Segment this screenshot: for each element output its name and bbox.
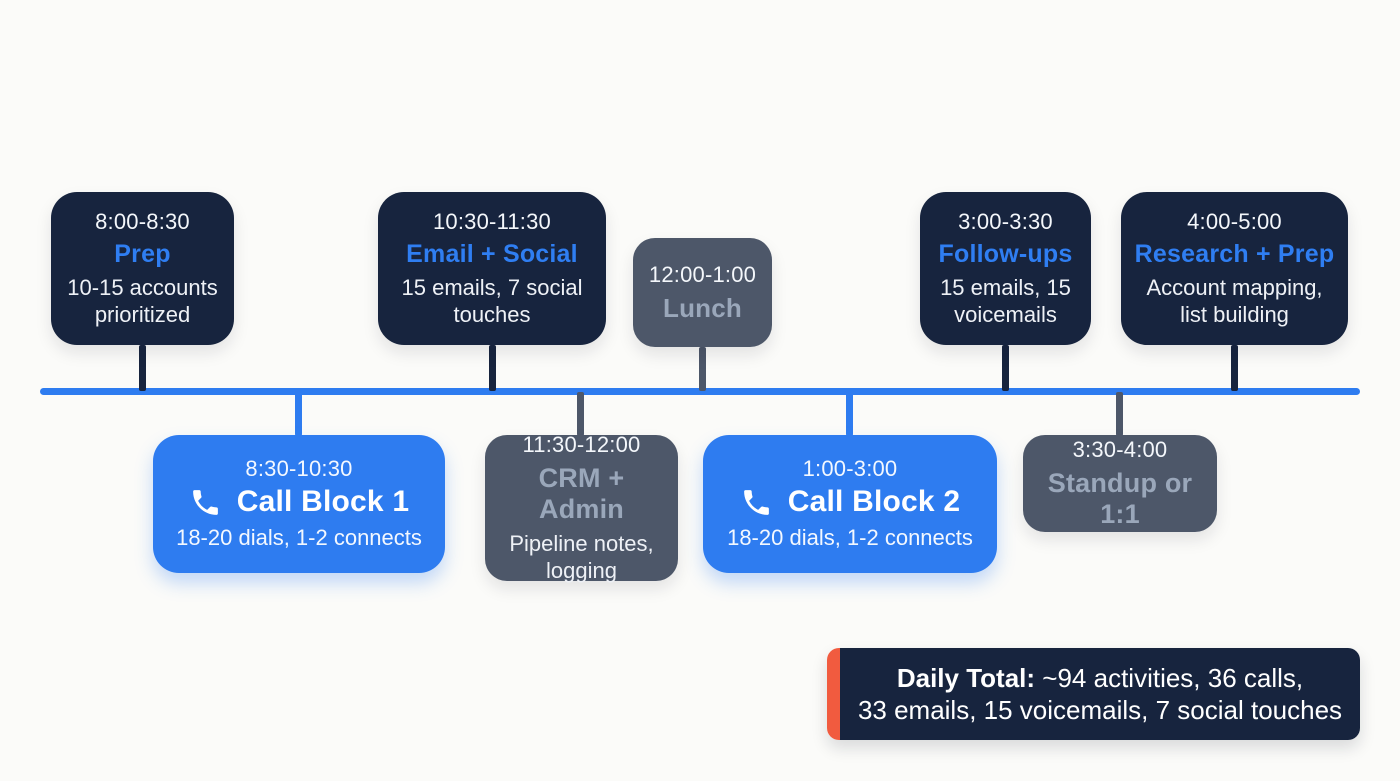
event-box-call-block-2: 1:00-3:00 Call Block 2 18-20 dials, 1-2 … (703, 435, 997, 573)
daily-total-line2: 33 emails, 15 voicemails, 7 social touch… (857, 695, 1343, 725)
connector-follow-ups (1002, 345, 1009, 391)
event-time: 3:00-3:30 (958, 208, 1053, 234)
event-box-follow-ups: 3:00-3:30 Follow-ups 15 emails, 15 voice… (920, 192, 1091, 345)
event-detail: Pipeline notes, logging (509, 530, 654, 583)
event-time: 10:30-11:30 (432, 208, 551, 234)
event-box-research-prep: 4:00-5:00 Research + Prep Account mappin… (1121, 192, 1348, 345)
event-box-email-social: 10:30-11:30 Email + Social 15 emails, 7 … (378, 192, 606, 345)
connector-crm-admin (577, 392, 584, 436)
connector-research-prep (1231, 345, 1238, 391)
event-box-prep: 8:00-8:30 Prep 10-15 accounts prioritize… (51, 192, 234, 345)
event-title: Prep (114, 239, 171, 268)
event-box-standup: 3:30-4:00 Standup or 1:1 (1023, 435, 1217, 532)
daily-total-label: Daily Total: (896, 662, 1036, 693)
event-detail: 15 emails, 15 voicemails (940, 274, 1071, 327)
daily-total-banner: Daily Total: ~94 activities, 36 calls, 3… (827, 648, 1360, 740)
event-time: 11:30-12:00 (522, 431, 641, 457)
event-title: Email + Social (406, 239, 578, 268)
event-title: CRM + Admin (538, 462, 625, 524)
event-detail: 18-20 dials, 1-2 connects (176, 525, 422, 551)
connector-prep (139, 345, 146, 391)
event-detail: 10-15 accounts prioritized (67, 274, 218, 327)
event-title: Call Block 2 (787, 485, 961, 519)
connector-standup (1116, 392, 1123, 436)
event-time: 4:00-5:00 (1187, 208, 1282, 234)
event-time: 12:00-1:00 (648, 261, 757, 287)
event-box-call-block-1: 8:30-10:30 Call Block 1 18-20 dials, 1-2… (153, 435, 445, 573)
event-title: Research + Prep (1134, 239, 1335, 268)
event-detail: 15 emails, 7 social touches (401, 274, 583, 327)
event-title: Follow-ups (938, 239, 1073, 268)
orange-accent-bar (827, 648, 840, 740)
event-detail: Account mapping, list building (1146, 274, 1323, 327)
event-title: Standup or 1:1 (1047, 468, 1193, 529)
timeline-spine (40, 388, 1360, 395)
connector-call-block-2 (846, 392, 853, 436)
event-title: Lunch (663, 292, 742, 323)
event-time: 8:30-10:30 (245, 456, 353, 482)
event-time: 1:00-3:00 (802, 456, 898, 482)
daily-total-line1: ~94 activities, 36 calls, (1042, 662, 1304, 693)
connector-call-block-1 (295, 392, 302, 436)
phone-icon (740, 486, 773, 519)
event-title: Call Block 1 (236, 485, 410, 519)
event-box-crm-admin: 11:30-12:00 CRM + Admin Pipeline notes, … (485, 431, 678, 583)
event-time: 8:00-8:30 (95, 208, 190, 234)
phone-icon (189, 486, 222, 519)
daily-total-text: Daily Total: ~94 activities, 36 calls, 3… (840, 648, 1360, 740)
connector-email-social (489, 345, 496, 391)
event-box-lunch: 12:00-1:00 Lunch (633, 238, 772, 347)
connector-lunch (699, 347, 706, 391)
event-detail: 18-20 dials, 1-2 connects (727, 525, 973, 551)
event-time: 3:30-4:00 (1072, 437, 1168, 462)
